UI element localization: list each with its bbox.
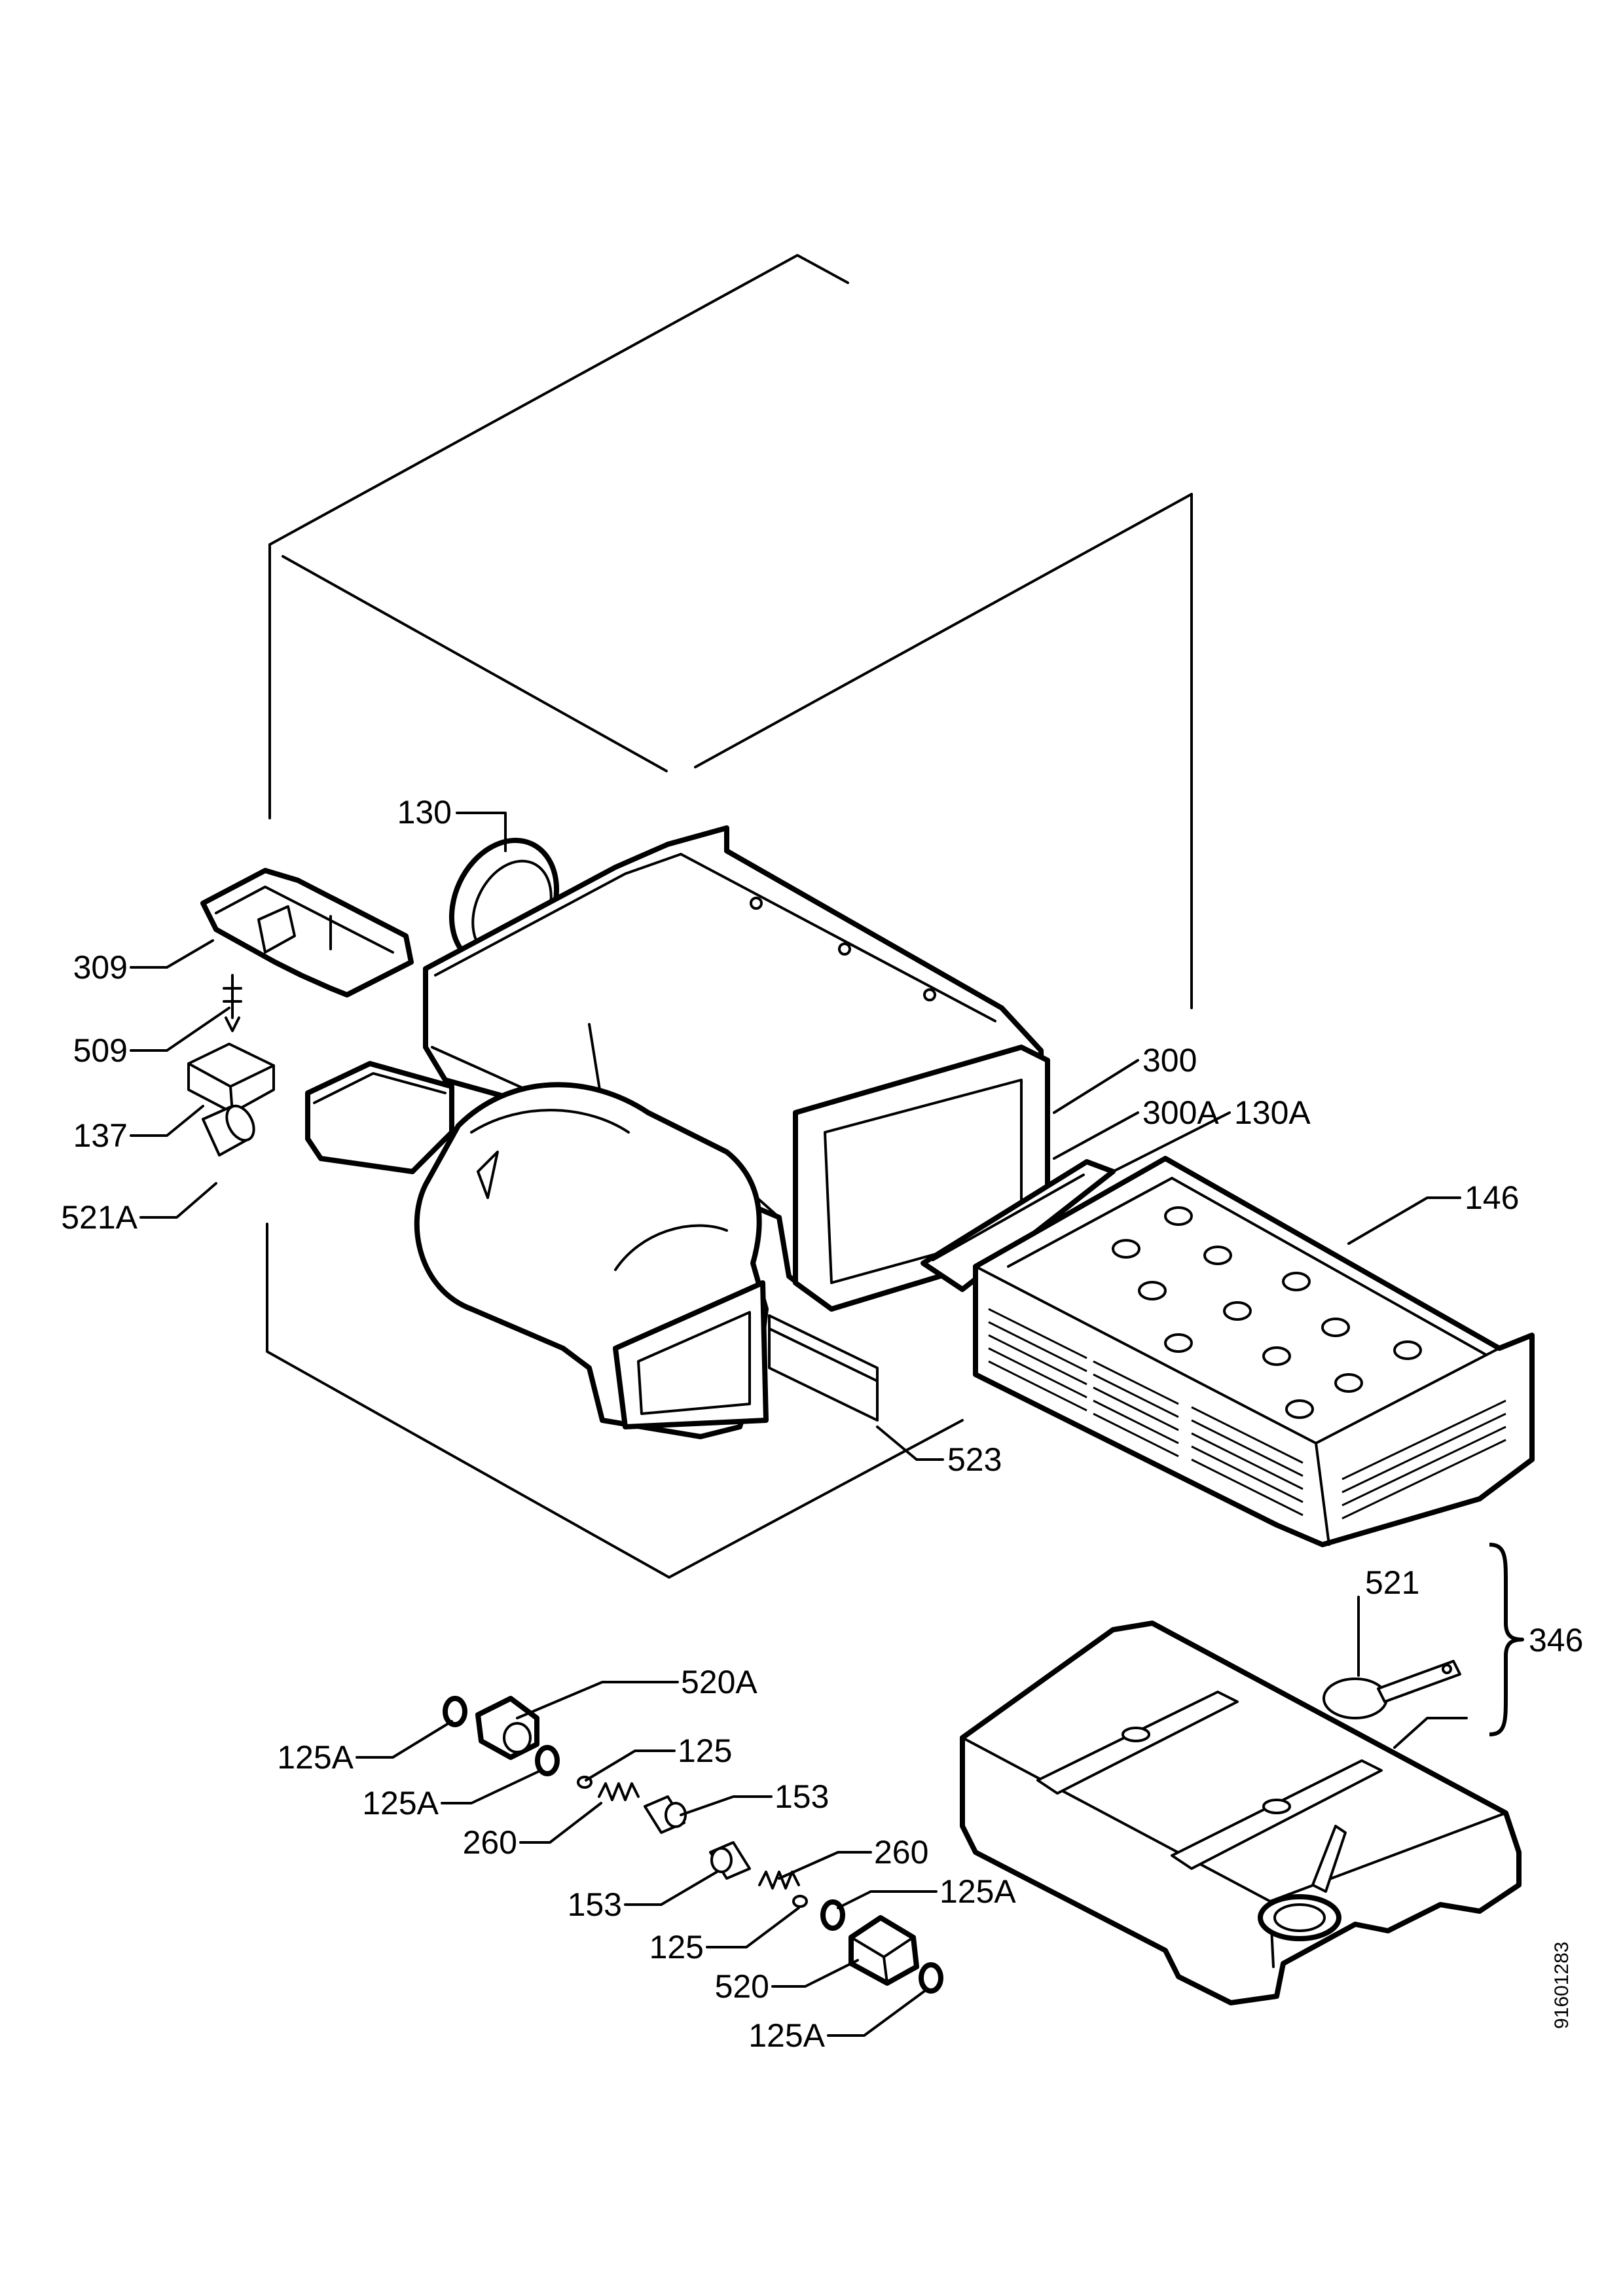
label-153-1: 153	[775, 1778, 829, 1815]
part-346-water-container	[960, 1621, 1522, 2005]
label-125A-1: 125A	[277, 1739, 354, 1776]
part-521A-cylinder	[202, 1104, 255, 1157]
label-520A: 520A	[681, 1664, 757, 1700]
label-520: 520	[715, 1968, 769, 2005]
water-tray-left	[305, 1061, 454, 1174]
leader-lines	[130, 812, 1468, 2037]
part-137-block	[187, 1043, 275, 1114]
cabinet-outline	[266, 254, 1193, 1579]
label-346: 346	[1529, 1622, 1583, 1659]
label-309: 309	[73, 949, 128, 986]
label-125A-2: 125A	[362, 1785, 439, 1821]
label-300A: 300A	[1142, 1094, 1219, 1131]
brace-346	[1489, 1543, 1524, 1736]
label-523: 523	[947, 1441, 1002, 1478]
label-260-1: 260	[463, 1824, 517, 1861]
label-130: 130	[397, 794, 452, 831]
label-521: 521	[1365, 1564, 1419, 1601]
label-125-1: 125	[678, 1732, 732, 1769]
part-523-rail	[768, 1314, 879, 1422]
label-130A: 130A	[1234, 1094, 1311, 1131]
label-137: 137	[73, 1117, 128, 1154]
part-labels: 130 309 509 137 521A 300 300A 130A 146 5…	[61, 794, 1583, 2054]
label-509: 509	[73, 1032, 128, 1069]
drawing-code: 91601283	[1551, 1942, 1573, 2029]
label-300: 300	[1142, 1042, 1197, 1079]
part-521-float	[1322, 1660, 1461, 1719]
label-521A: 521A	[61, 1199, 137, 1236]
condenser-vents	[988, 1308, 1506, 1520]
condenser-holes	[1112, 1206, 1422, 1419]
part-309-control-bracket	[200, 868, 414, 997]
part-146-condenser	[973, 1156, 1535, 1547]
label-146: 146	[1465, 1179, 1519, 1216]
label-153-2: 153	[568, 1886, 622, 1923]
blower-scroll	[414, 1082, 769, 1439]
label-260-2: 260	[874, 1834, 928, 1871]
label-125-2: 125	[649, 1929, 704, 1965]
part-509-pin	[223, 974, 242, 1032]
label-125A-4: 125A	[748, 2017, 825, 2054]
label-125A-3: 125A	[939, 1873, 1016, 1910]
